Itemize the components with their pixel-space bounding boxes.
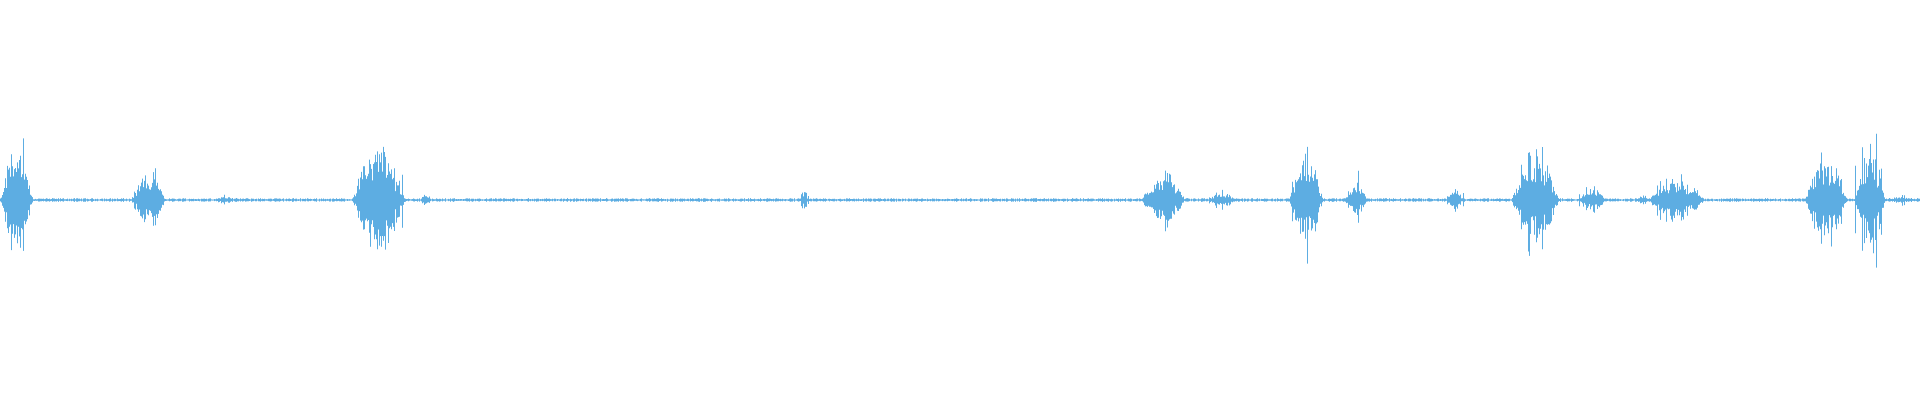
- waveform-path: [0, 133, 1920, 268]
- waveform-samples: [0, 133, 1920, 268]
